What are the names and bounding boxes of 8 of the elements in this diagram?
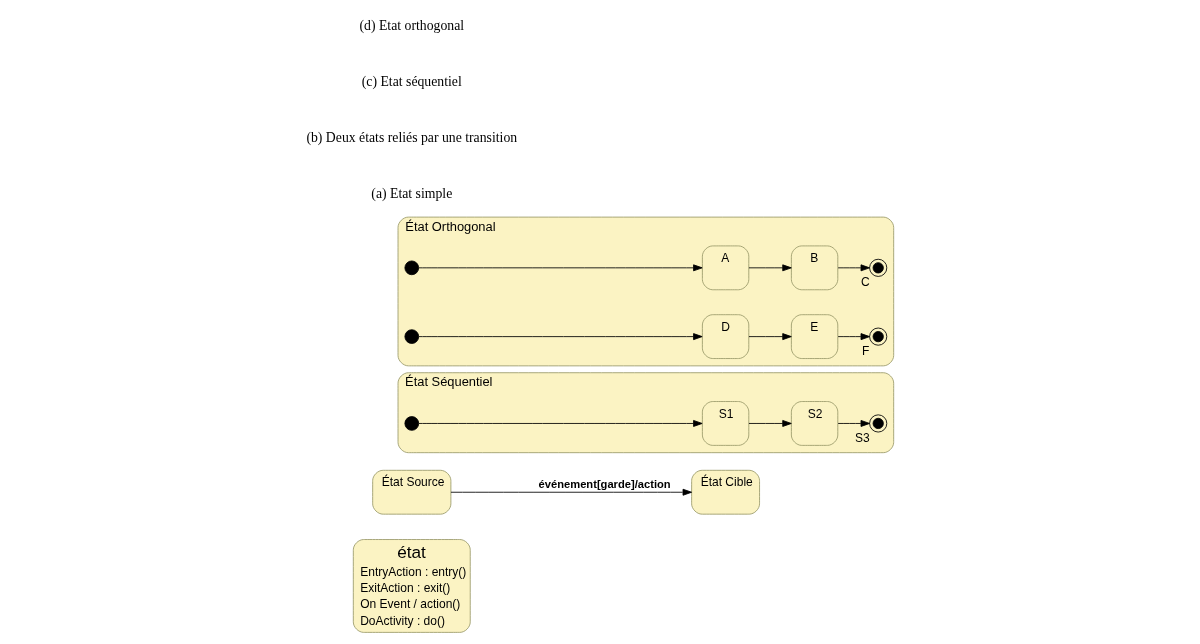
node-label: F <box>861 343 869 358</box>
label: (c) Etat séquentiel <box>361 74 462 90</box>
label: (d) Etat orthogonal <box>358 18 464 34</box>
edge-label: événement[garde]/action <box>538 478 671 491</box>
node-label: S3 <box>854 430 870 445</box>
node-label: C <box>860 275 870 290</box>
label: (a) Etat simple <box>370 186 452 202</box>
label: (b) Deux états reliés par une transition <box>305 130 517 146</box>
